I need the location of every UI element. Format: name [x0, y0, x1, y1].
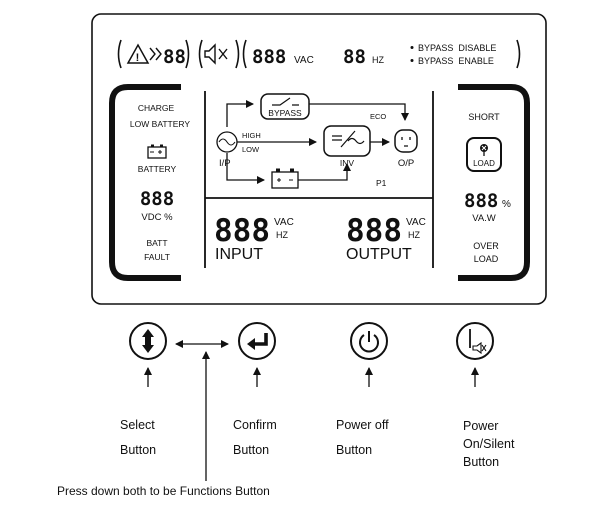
op-label: O/P: [398, 158, 414, 169]
mute-speaker-icon: [204, 43, 216, 65]
eco-label: ECO: [370, 112, 386, 121]
right-section: SHORT LOAD 888 % VA.W OVER LOAD: [464, 112, 511, 264]
ip-label: I/P: [219, 158, 231, 169]
load-digits: 888: [464, 190, 498, 212]
over-load-text: LOAD: [474, 254, 499, 264]
confirm-button-label: Confirm Button: [233, 413, 277, 463]
power-off-label-line2: Button: [336, 443, 373, 457]
top-bar: ! 88 888 VAC 88 HZ BYPASS DISABLE BYPASS…: [117, 39, 521, 69]
up-down-arrow-icon: [142, 329, 154, 353]
flow-diagram: BYPASS ECO HIGH LOW I/P INV O/P P1: [216, 93, 418, 189]
switch-icon: [272, 97, 299, 106]
power-on-silent-icon: [469, 329, 487, 355]
confirm-label-line1: Confirm: [233, 418, 277, 432]
load-percent: %: [502, 199, 511, 210]
output-socket-icon: [394, 129, 418, 153]
over-text: OVER: [473, 241, 499, 251]
power-on-button-label: Power On/Silent Button: [463, 413, 514, 471]
power-off-button-label: Power off Button: [336, 413, 389, 463]
top-voltage-digits: 888: [252, 46, 286, 68]
battery-icon: [147, 144, 167, 159]
warning-icon: [126, 43, 150, 64]
enter-arrow-icon: [247, 333, 268, 350]
p1-label: P1: [376, 178, 387, 188]
low-battery-text: LOW BATTERY: [130, 119, 190, 129]
select-label-line2: Button: [120, 443, 157, 457]
top-freq-unit: HZ: [372, 55, 384, 65]
output-unit-vac: VAC: [406, 217, 426, 228]
power-on-silent-button[interactable]: [456, 322, 494, 360]
alarm-digits: 88: [163, 46, 186, 68]
short-text: SHORT: [468, 112, 500, 122]
batt-text: BATT: [146, 238, 167, 248]
vdc-unit-text: VDC %: [141, 212, 173, 223]
svg-text:!: !: [136, 52, 140, 64]
input-unit-vac: VAC: [274, 217, 294, 228]
double-chevron-icon: [149, 47, 162, 61]
power-off-label-line1: Power off: [336, 418, 389, 432]
confirm-label-line2: Button: [233, 443, 270, 457]
select-button-label: Select Button: [120, 413, 156, 463]
output-digits: 888: [346, 213, 402, 249]
bypass-enable-text: BYPASS ENABLE: [418, 56, 494, 66]
top-freq-digits: 88: [343, 46, 366, 68]
power-icon: [359, 331, 379, 353]
output-label: OUTPUT: [346, 246, 412, 263]
power-off-button[interactable]: [350, 322, 388, 360]
bypass-box: [260, 93, 310, 120]
power-on-label-line2: On/Silent: [463, 437, 515, 451]
right-bracket: [458, 84, 530, 281]
confirm-button[interactable]: [238, 322, 276, 360]
output-unit-hz: HZ: [408, 230, 420, 240]
select-button[interactable]: [129, 322, 167, 360]
load-warning-icon: [480, 144, 488, 156]
functions-note: Press down both to be Functions Button: [57, 484, 270, 498]
fault-text: FAULT: [144, 252, 170, 262]
power-on-label-line1: Power: [463, 419, 499, 433]
low-label: LOW: [242, 145, 260, 154]
bypass-label: BYPASS: [268, 108, 302, 118]
readouts: 888 VAC HZ INPUT 888 VAC HZ OUTPUT: [214, 213, 426, 263]
input-label: INPUT: [215, 246, 263, 263]
charge-text: CHARGE: [138, 103, 175, 113]
input-unit-hz: HZ: [276, 230, 288, 240]
button-connectors: [144, 340, 479, 481]
load-label: LOAD: [473, 159, 495, 168]
left-section: CHARGE LOW BATTERY BATTERY 888 VDC % BAT…: [130, 103, 190, 262]
select-label-line1: Select: [120, 418, 155, 432]
input-digits: 888: [214, 213, 270, 249]
battery-digits: 888: [140, 188, 174, 210]
flow-battery-icon: [271, 168, 299, 189]
power-on-label-line3: Button: [463, 455, 500, 469]
battery-text: BATTERY: [138, 164, 177, 174]
bypass-disable-text: BYPASS DISABLE: [418, 43, 496, 53]
left-bracket: [109, 84, 181, 281]
top-voltage-unit: VAC: [294, 55, 314, 66]
high-label: HIGH: [242, 131, 261, 140]
va-w-text: VA.W: [472, 213, 496, 224]
